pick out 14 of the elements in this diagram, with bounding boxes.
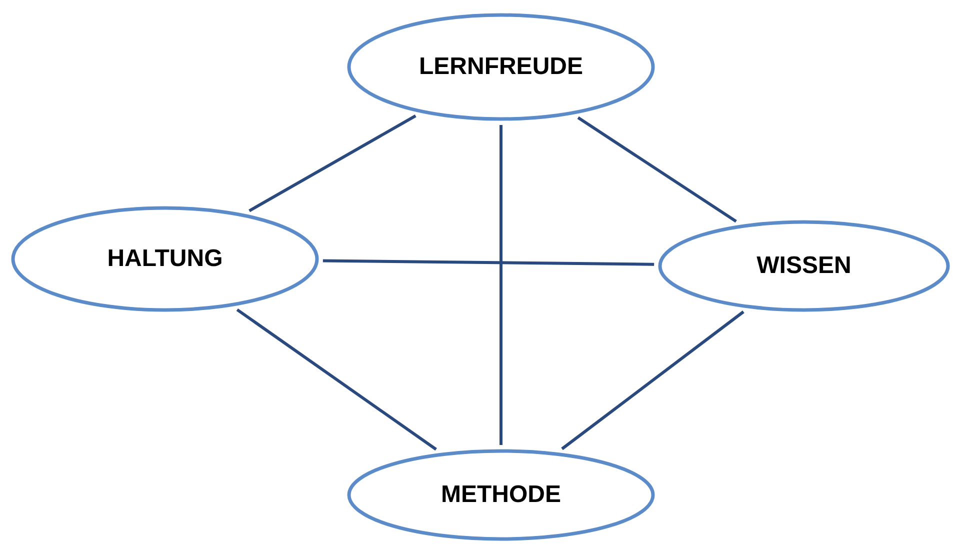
connector-line <box>561 310 744 450</box>
ellipse-node <box>347 13 655 121</box>
connector-line <box>236 308 437 451</box>
ellipse-node <box>11 206 319 312</box>
node-label: LERNFREUDE <box>418 52 583 82</box>
node-label: WISSEN <box>756 251 852 281</box>
ellipse-node <box>347 449 655 541</box>
node-label: HALTUNG <box>107 244 223 274</box>
node-label: METHODE <box>441 480 561 510</box>
connector-line <box>322 259 654 266</box>
ellipse-node <box>658 220 950 312</box>
connector-line <box>500 125 502 445</box>
connector-line <box>577 116 737 223</box>
connector-line <box>248 114 416 212</box>
